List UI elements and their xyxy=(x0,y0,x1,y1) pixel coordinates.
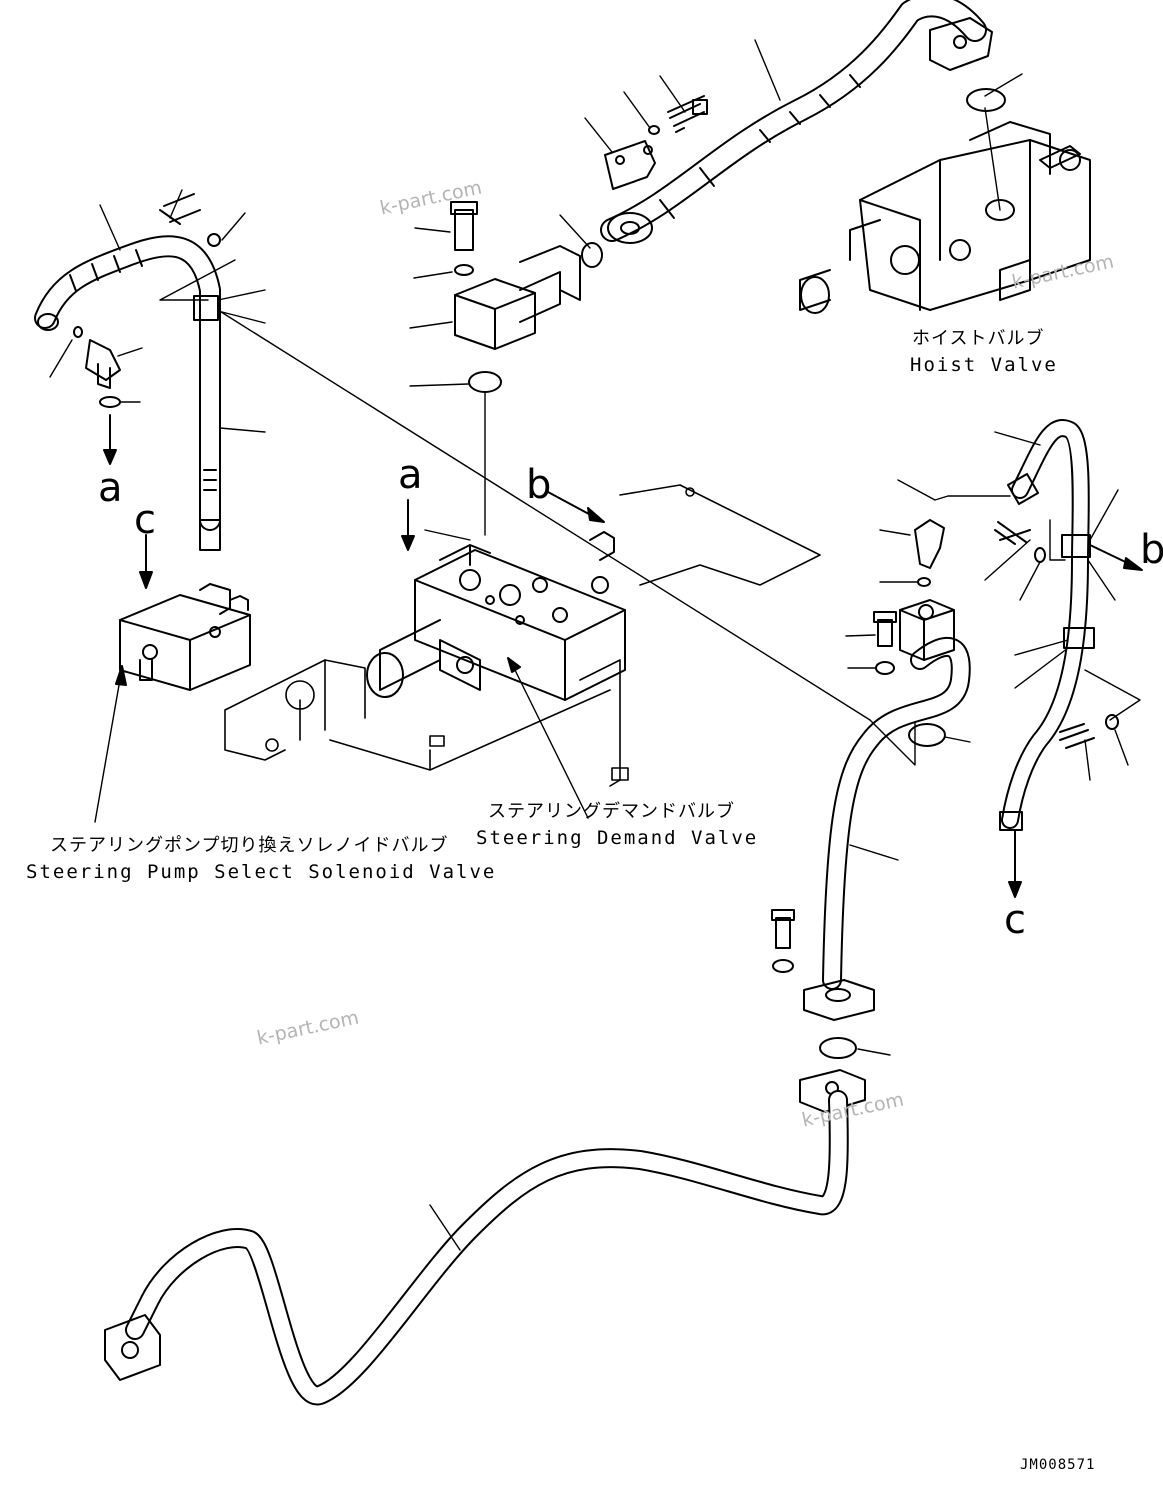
mounting-bracket xyxy=(224,484,821,787)
drawing-code: JM008571 xyxy=(1020,1457,1096,1473)
ref-a-left: a xyxy=(98,465,123,511)
long-suction-pipe xyxy=(104,1090,849,1406)
solenoid-valve-label-ja: ステアリングポンプ切り換えソレノイドバルブ xyxy=(50,835,449,856)
steering-demand-valve-label-en: Steering Demand Valve xyxy=(476,827,759,849)
solenoid-valve-body xyxy=(94,583,251,823)
leader-lines-block xyxy=(409,227,469,387)
right-pipe-assembly xyxy=(771,419,1119,1113)
steering-demand-valve xyxy=(366,531,626,819)
hoist-hose-assembly xyxy=(600,0,993,244)
ref-b-center: b xyxy=(526,462,552,508)
leader-lines-left xyxy=(49,189,871,721)
ref-a-center: a xyxy=(398,452,423,498)
ref-c-left: c xyxy=(134,497,156,543)
ref-c-right: c xyxy=(1004,897,1026,943)
arrow-to-b-right xyxy=(1089,544,1143,571)
arrow-to-c-right xyxy=(1008,829,1022,898)
hoist-valve-label-en: Hoist Valve xyxy=(910,354,1058,376)
arrow-to-b-center xyxy=(547,491,605,523)
solenoid-valve-label-en: Steering Pump Select Solenoid Valve xyxy=(26,861,497,883)
leader-lines-top xyxy=(559,39,1023,249)
connector-block xyxy=(450,201,581,536)
arrow-to-a-left xyxy=(103,414,117,465)
hoist-valve-label-ja: ホイストバルブ xyxy=(912,328,1045,349)
steering-demand-valve-label-ja: ステアリングデマンドバルブ xyxy=(488,801,735,822)
left-hose-assembly xyxy=(34,193,221,551)
arrow-to-c-left xyxy=(139,534,153,589)
hoist-valve-body xyxy=(799,88,1091,314)
arrow-to-a-center xyxy=(401,499,471,551)
leader-lines-right xyxy=(845,431,1141,1056)
ref-b-right: b xyxy=(1140,527,1163,573)
